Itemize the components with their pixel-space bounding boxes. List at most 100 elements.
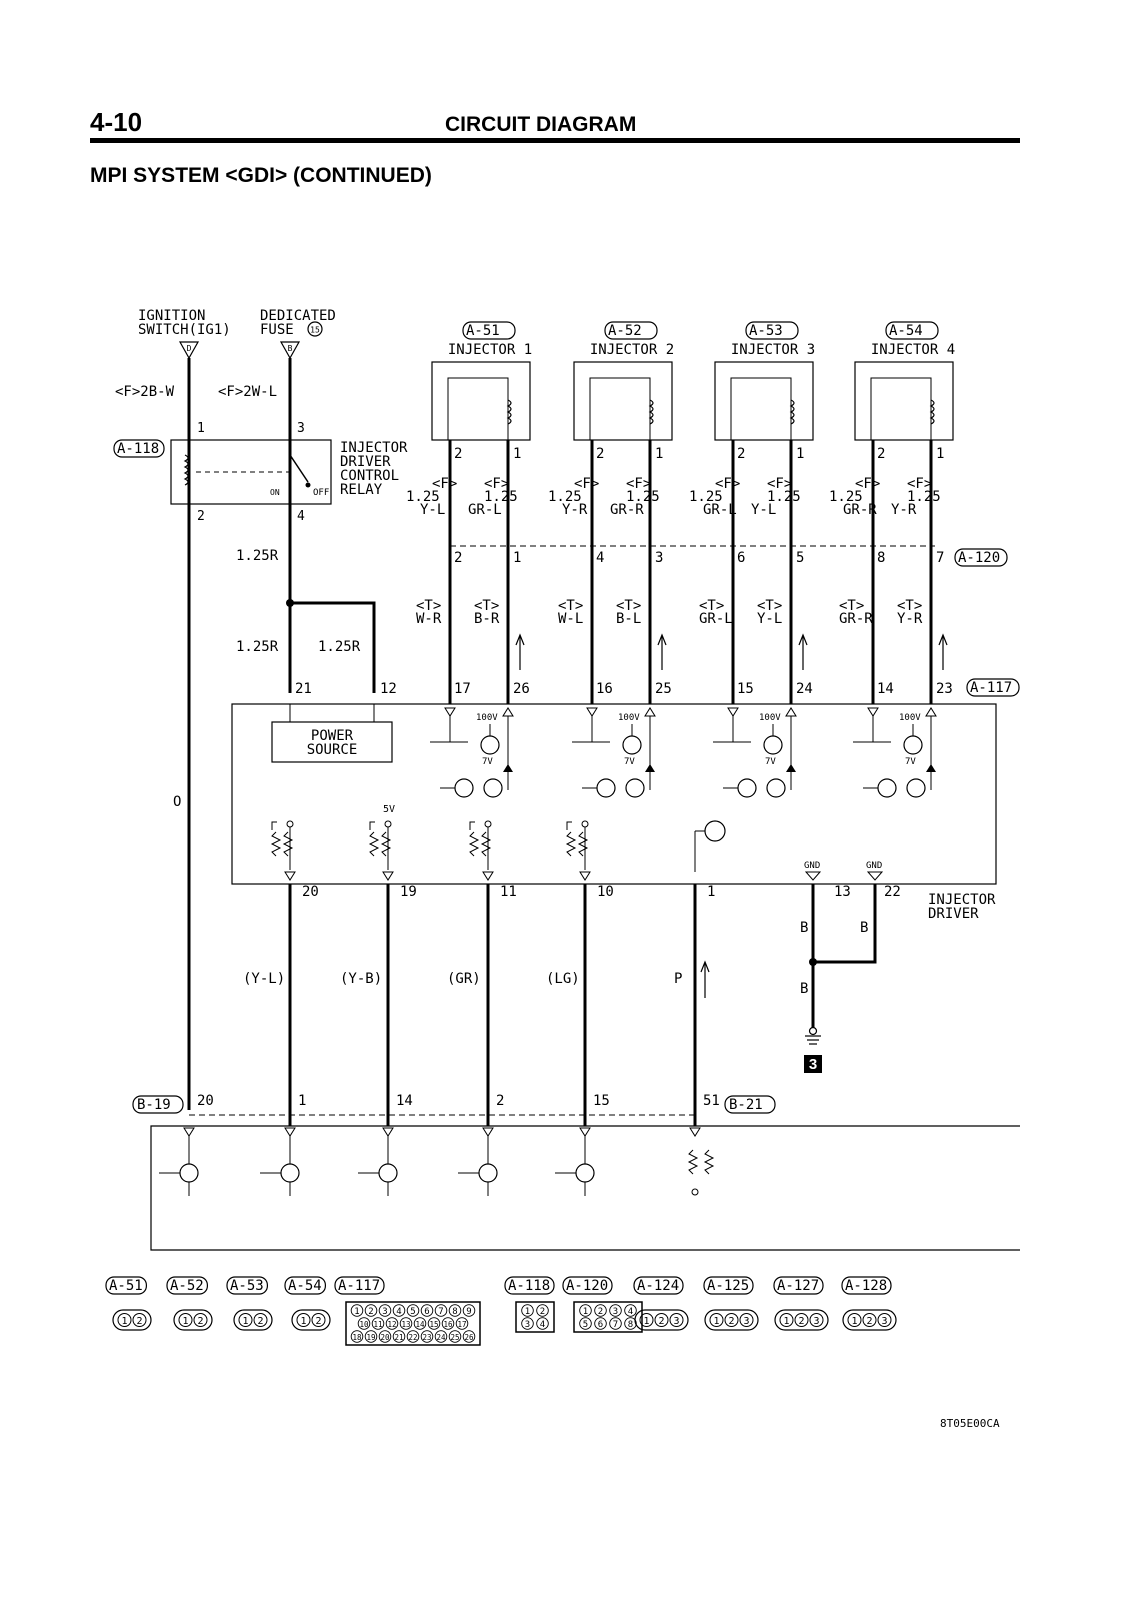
ground-point-badge <box>804 1055 822 1073</box>
driver-4-high-transistor-icon <box>903 735 923 755</box>
legend-a-125-cell-1 <box>709 1313 724 1327</box>
injector-1-connector-frame <box>462 321 516 340</box>
ecu-pin-2: 1 <box>298 1093 306 1109</box>
relay-pin-2: 2 <box>197 509 205 524</box>
input-2-pull-lead <box>369 821 375 830</box>
driver-4-switch-transistor-icon <box>877 778 897 798</box>
signal-wire-label-2: (Y-B) <box>340 971 382 987</box>
legend-a-52-frame <box>166 1276 209 1295</box>
legend-a-117-cell-text-11: 11 <box>373 1320 382 1329</box>
injector-3-t-b-color: Y-L <box>757 611 782 627</box>
relay-name-2: DRIVER <box>340 454 391 470</box>
driver-bottom-pin-1: 20 <box>302 884 319 900</box>
legend-a-124-frame <box>633 1276 684 1295</box>
legend-a-117-cell-16 <box>441 1317 455 1330</box>
driver-3-high-transistor-icon <box>763 735 783 755</box>
input-4-marker <box>579 871 591 881</box>
injector-1-a120-pin-a: 2 <box>454 550 462 566</box>
power-source-label-2: SOURCE <box>307 742 358 758</box>
ground-left-label: O <box>173 794 181 810</box>
a117-label: A-117 <box>970 680 1012 696</box>
driver-bottom-pin-5: 1 <box>707 884 715 900</box>
power-source-label-1: POWER <box>311 728 354 744</box>
driver-4-diode-icon <box>926 764 936 772</box>
figure-code: 8T05E00CA <box>940 1417 1000 1430</box>
driver-3-switch-transistor-icon <box>737 778 757 798</box>
legend-a-117-cell-13 <box>399 1317 413 1330</box>
driver-1-low-transistor-icon <box>483 778 503 798</box>
driver-3-low-transistor-icon <box>766 778 786 798</box>
legend-a-117-cell-21 <box>392 1330 406 1343</box>
ecu-input-marker-1 <box>183 1127 195 1137</box>
ecu-input-marker-4 <box>482 1127 494 1137</box>
legend-a-117-cell-23 <box>420 1330 434 1343</box>
legend-a-124-housing <box>634 1309 689 1331</box>
driver-4-output-marker <box>925 707 937 717</box>
legend-a-118-cell-text-4: 4 <box>540 1320 545 1330</box>
legend-a-117-cell-text-13: 13 <box>401 1320 410 1329</box>
legend-a-118-cell-text-3: 3 <box>525 1320 530 1330</box>
legend-a-53-housing <box>233 1309 273 1331</box>
injector-4-coil-icon <box>929 399 935 425</box>
injector-4-wire-b-f: <F> <box>907 476 932 492</box>
legend-a-125-housing <box>704 1309 759 1331</box>
driver-2-switch-transistor-icon <box>596 778 616 798</box>
signal-wire-label-1: (Y-L) <box>243 971 285 987</box>
legend-a-128-frame <box>841 1276 892 1295</box>
injector-4-flow-arrow-head <box>938 633 948 646</box>
driver-4-v100-label: 100V <box>899 713 921 723</box>
driver-2-input-marker <box>586 707 598 717</box>
legend-a-53-label: A-53 <box>230 1278 264 1294</box>
injector-4-name: INJECTOR 4 <box>871 342 955 358</box>
legend-a-117-cell-11 <box>371 1317 385 1330</box>
legend-a-125-cell-text-1: 1 <box>713 1316 719 1327</box>
injector-4-t-b-marker: <T> <box>897 598 922 614</box>
driver-2-diode-icon <box>645 764 655 772</box>
legend-a-118-label: A-118 <box>508 1278 550 1294</box>
injector-4-a117-pin-b: 23 <box>936 681 953 697</box>
legend-a-128-housing <box>842 1309 897 1331</box>
fuse-marker-triangle <box>279 341 301 360</box>
driver-4-input-marker <box>867 707 879 717</box>
injector-1-wire-a-color: Y-L <box>420 502 445 518</box>
legend-a-117-cell-text-24: 24 <box>436 1333 446 1342</box>
driver-1-v100-label: 100V <box>476 713 498 723</box>
legend-a-117-cell-7 <box>434 1304 448 1317</box>
legend-a-117-housing <box>345 1301 481 1346</box>
legend-a-51-cell-text-2: 2 <box>136 1316 142 1327</box>
v5-label: 5V <box>383 804 395 815</box>
legend-a-120-cell-5 <box>579 1317 592 1330</box>
injector-2-wire-b-f: <F> <box>626 476 651 492</box>
injector-3-a120-pin-b: 5 <box>796 550 804 566</box>
driver-3-input-marker <box>727 707 739 717</box>
injector-3-a117-pin-a: 15 <box>737 681 754 697</box>
legend-a-53-cell-2 <box>253 1313 268 1327</box>
injector-3-coil-pin-2: 2 <box>737 446 745 462</box>
injector-3-wire-a-f: <F> <box>715 476 740 492</box>
gnd-marker-2 <box>866 871 884 881</box>
input-3-node <box>484 820 492 828</box>
injector-3-flow-arrow-head <box>798 633 808 646</box>
injector-3-a120-pin-a: 6 <box>737 550 745 566</box>
ecu-resistor-a-icon <box>687 1149 699 1175</box>
wire-fuse-label: <F>2W-L <box>218 384 277 400</box>
a120-label: A-120 <box>958 550 1000 566</box>
legend-a-117-cell-2 <box>364 1304 378 1317</box>
driver-2-high-transistor-icon <box>622 735 642 755</box>
legend-a-54-cell-2 <box>311 1313 326 1327</box>
injector-3-t-a-color: GR-L <box>699 611 733 627</box>
injector-2-name: INJECTOR 2 <box>590 342 674 358</box>
legend-a-128-cell-text-2: 2 <box>866 1316 872 1327</box>
legend-a-120-cell-3 <box>609 1304 622 1317</box>
legend-a-117-cell-text-2: 2 <box>368 1307 373 1317</box>
injector-4-a120-pin-a: 8 <box>877 550 885 566</box>
injector-2-loop <box>589 377 651 440</box>
injector-4-coil-pin-2: 2 <box>877 446 885 462</box>
legend-a-127-housing <box>774 1309 829 1331</box>
power-wire-b-label: 1.25R <box>318 639 361 655</box>
legend-a-117-cell-8 <box>448 1304 462 1317</box>
injector-3-coil-icon <box>789 399 795 425</box>
ecu-resistor-b-icon <box>703 1149 715 1175</box>
legend-a-117-cell-18 <box>350 1330 364 1343</box>
input-4-resistor-a-icon <box>565 831 577 857</box>
